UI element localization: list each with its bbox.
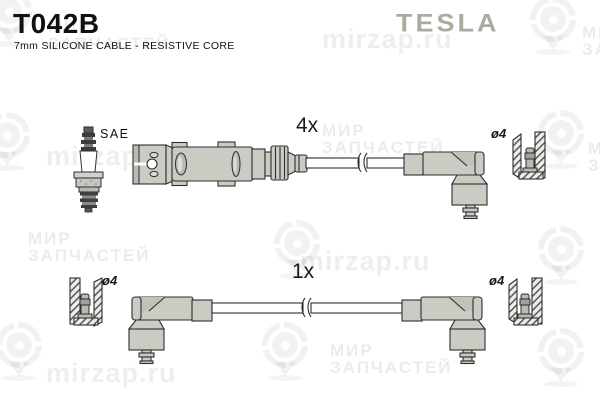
watermark-logo bbox=[274, 220, 320, 280]
diameter-label-bottom-right: ø4 bbox=[489, 273, 505, 288]
terminal-cross-section-bottom-right bbox=[508, 277, 543, 326]
watermark-site-url: mirzap.ru bbox=[46, 358, 177, 388]
part-number: T042B bbox=[13, 8, 100, 39]
spark-plug-icon bbox=[73, 126, 104, 213]
watermark-site-url: mirzap.ru bbox=[300, 246, 431, 276]
watermark-logo bbox=[538, 328, 584, 388]
sae-label: SAE bbox=[100, 127, 130, 141]
product-description: 7mm SILICONE CABLE - RESISTIVE CORE bbox=[14, 40, 235, 52]
quantity-label-top: 4x bbox=[296, 114, 319, 137]
spark-plug-boot-bottom-right bbox=[401, 296, 487, 365]
spark-plug-boot-bottom-left bbox=[127, 296, 213, 365]
spark-plug-boot-top bbox=[403, 151, 489, 220]
quantity-label-bottom: 1x bbox=[292, 260, 315, 283]
terminal-cross-section-bottom-left bbox=[69, 277, 103, 327]
diameter-label-bottom-left: ø4 bbox=[102, 273, 118, 288]
brand-logo: TESLA bbox=[396, 9, 500, 37]
watermark-logo bbox=[0, 322, 42, 382]
watermark-logo bbox=[538, 110, 584, 170]
watermark-logo bbox=[0, 0, 32, 48]
watermark-logo bbox=[530, 0, 576, 56]
watermark-site-url: mirzap.ru bbox=[322, 24, 453, 54]
diameter-label-top-right: ø4 bbox=[491, 126, 507, 141]
terminal-cross-section-top bbox=[512, 131, 546, 180]
watermark-logo bbox=[0, 112, 30, 172]
watermark-logo bbox=[538, 226, 584, 286]
watermark-logo bbox=[262, 322, 308, 382]
coil-connector bbox=[132, 141, 308, 187]
